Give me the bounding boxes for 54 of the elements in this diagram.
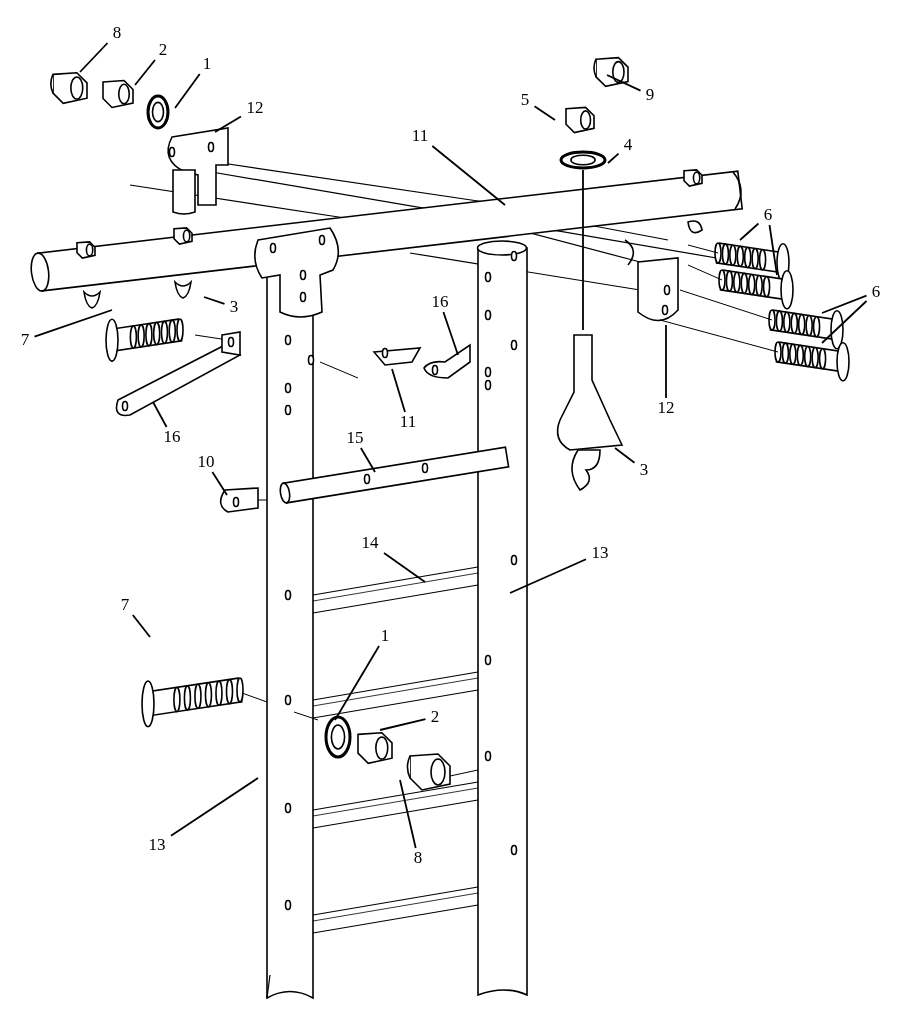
callout-number: 7 <box>15 330 35 350</box>
leader-line <box>768 224 778 276</box>
callout-number: 8 <box>408 848 428 868</box>
leader-line <box>334 645 380 721</box>
callout-number: 13 <box>143 835 171 855</box>
leader-line <box>211 471 228 496</box>
leader-line <box>606 74 642 92</box>
callout-number: 16 <box>158 427 186 447</box>
callout-number: 9 <box>640 85 660 105</box>
leader-line <box>442 311 459 356</box>
leader-line <box>431 145 506 206</box>
callout-number: 3 <box>634 460 654 480</box>
leader-line <box>203 296 226 305</box>
callout-number: 6 <box>866 282 886 302</box>
leader-line <box>533 105 556 121</box>
callout-number: 2 <box>153 40 173 60</box>
callout-number: 7 <box>115 595 135 615</box>
callout-number: 1 <box>375 626 395 646</box>
leader-line <box>391 368 406 413</box>
leader-line <box>607 152 620 164</box>
leader-line <box>152 401 168 428</box>
callout-number: 8 <box>107 23 127 43</box>
leader-line <box>170 777 259 837</box>
leader-line <box>131 614 151 638</box>
callout-number: 11 <box>406 126 434 146</box>
callout-number: 12 <box>652 398 680 418</box>
leader-line <box>509 558 587 594</box>
callout-number: 6 <box>758 205 778 225</box>
leader-line <box>33 309 113 338</box>
leader-line <box>174 73 201 109</box>
callout-number: 4 <box>618 135 638 155</box>
leader-line <box>821 294 868 314</box>
callout-number: 11 <box>394 412 422 432</box>
leader-line <box>360 447 376 473</box>
callout-number: 3 <box>224 297 244 317</box>
callout-number: 16 <box>426 292 454 312</box>
leader-line <box>665 324 667 399</box>
callout-number: 2 <box>425 707 445 727</box>
callout-number: 5 <box>515 90 535 110</box>
callout-number: 10 <box>192 452 220 472</box>
leader-line <box>821 300 868 344</box>
callout-number: 13 <box>586 543 614 563</box>
leader-line <box>214 115 242 133</box>
callout-number: 12 <box>241 98 269 118</box>
callout-number: 15 <box>341 428 369 448</box>
callout-number: 1 <box>197 54 217 74</box>
leader-line <box>379 718 427 731</box>
callout-number: 14 <box>356 533 384 553</box>
leader-line <box>614 447 636 464</box>
leader-line <box>739 222 760 241</box>
leader-line <box>134 59 156 86</box>
leader-line <box>399 779 417 849</box>
leader-line <box>383 552 426 583</box>
leader-line <box>79 42 109 73</box>
